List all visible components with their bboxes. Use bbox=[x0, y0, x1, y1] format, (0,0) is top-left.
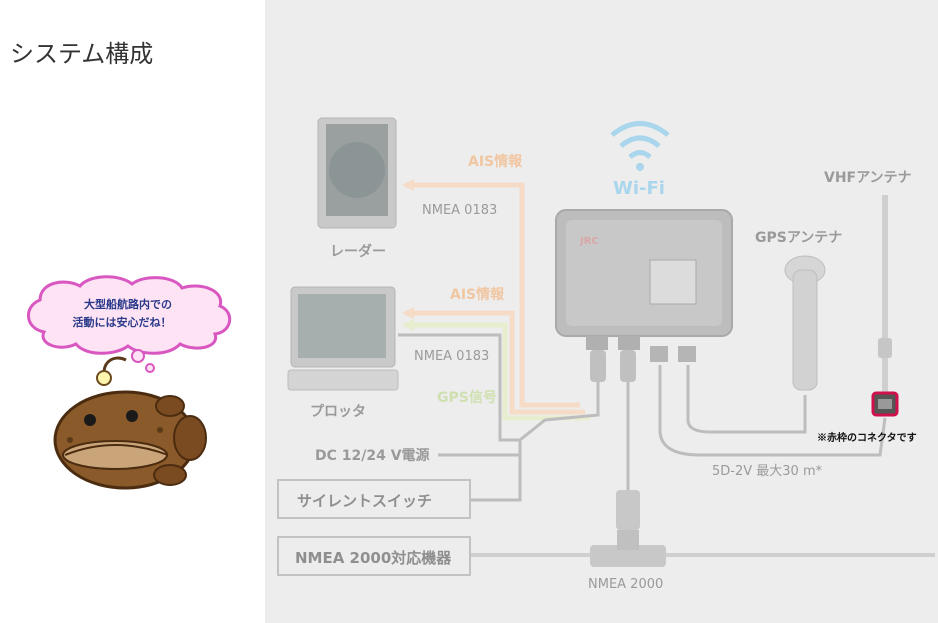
plotter-label: プロッタ bbox=[310, 404, 366, 420]
gps-antenna-label: GPSアンテナ bbox=[755, 230, 842, 246]
wifi-label: Wi-Fi bbox=[613, 178, 665, 199]
vhf-antenna-label: VHFアンテナ bbox=[824, 170, 912, 186]
brand-label: JRC bbox=[579, 236, 599, 247]
highlighted-connector bbox=[871, 391, 899, 417]
cable-label: 5D-2V 最大30 m* bbox=[712, 464, 823, 479]
nmea2000-device-label: NMEA 2000対応機器 bbox=[295, 549, 452, 567]
plotter-device bbox=[287, 286, 399, 391]
ais-info-label-1: AIS情報 bbox=[468, 153, 523, 170]
radar-device bbox=[317, 117, 397, 229]
speech-line-1: 大型船航路内での bbox=[84, 297, 172, 311]
speech-line-2: 活動には安心だね！ bbox=[73, 315, 172, 329]
gps-antenna bbox=[784, 255, 826, 391]
vhf-antenna bbox=[878, 195, 892, 395]
connector-note: ※赤枠のコネクタです bbox=[817, 433, 917, 444]
system-diagram: レーダー プロッタ AIS情報 NMEA 0183 AIS情報 NMEA 018… bbox=[277, 117, 935, 592]
nmea0183-label-1: NMEA 0183 bbox=[422, 203, 497, 218]
nmea2000-label: NMEA 2000 bbox=[588, 577, 663, 592]
nmea0183-label-2: NMEA 0183 bbox=[414, 349, 489, 364]
gps-signal-label: GPS信号 bbox=[437, 389, 497, 406]
nmea2000-device-box bbox=[277, 536, 471, 576]
radar-label: レーダー bbox=[330, 243, 386, 260]
mascot-illustration: 大型船航路内での 活動には安心だね！ bbox=[27, 275, 231, 490]
page-title: システム構成 bbox=[10, 40, 154, 68]
silent-switch-label: サイレントスイッチ bbox=[297, 492, 432, 510]
ais-info-label-2: AIS情報 bbox=[450, 286, 505, 303]
nmea2000-t-connector bbox=[590, 490, 666, 567]
anglerfish-character bbox=[53, 356, 207, 490]
speech-cloud: 大型船航路内での 活動には安心だね！ bbox=[27, 275, 231, 373]
silent-switch-box bbox=[277, 479, 471, 519]
wifi-icon bbox=[610, 121, 670, 171]
dc-power-label: DC 12/24 V電源 bbox=[315, 447, 430, 464]
ais-transponder-unit: JRC bbox=[555, 209, 733, 382]
